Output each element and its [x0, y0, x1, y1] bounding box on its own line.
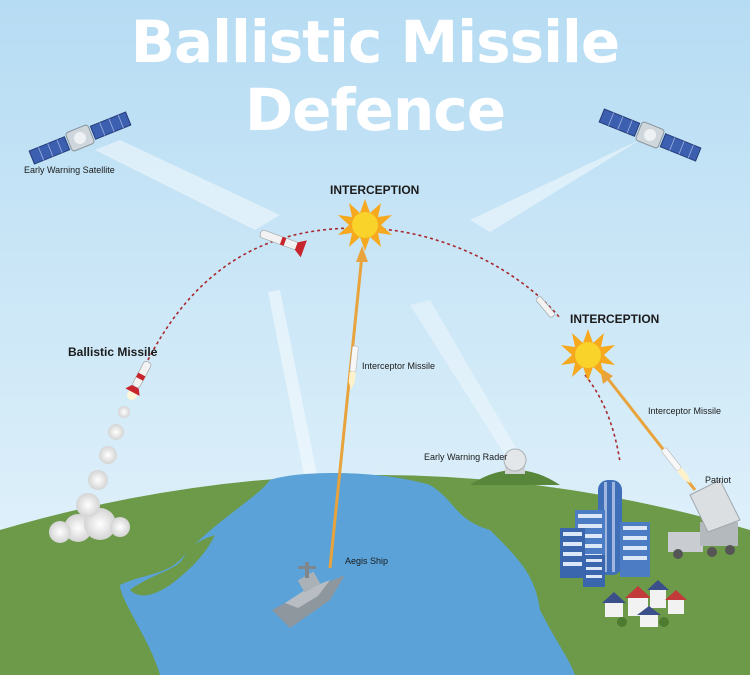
explosion-right-icon — [561, 329, 615, 381]
aegis-ship-label: Aegis Ship — [345, 556, 389, 566]
houses-icon — [602, 580, 687, 627]
coast-left — [130, 535, 215, 596]
ship-beam — [268, 290, 318, 480]
interception-right-label: INTERCEPTION — [570, 312, 660, 326]
page-title: Ballistic Missile Defence — [130, 8, 620, 144]
ballistic-trajectory-lower — [584, 374, 621, 463]
satellite-beam-right — [470, 140, 640, 232]
patriot-launcher-icon — [668, 479, 741, 559]
interceptor-missile-center-icon — [348, 345, 359, 390]
early-warning-satellite-label: Early Warning Satellite — [24, 165, 115, 175]
interceptor-arrowhead-center — [356, 246, 368, 262]
warhead-descending-icon — [535, 296, 555, 318]
ballistic-missile-label: Ballistic Missile — [68, 345, 158, 359]
ocean — [120, 473, 575, 675]
radar-beam — [410, 300, 520, 455]
satellite-left-icon — [28, 111, 132, 165]
launch-smoke — [49, 390, 137, 543]
interception-top-label: INTERCEPTION — [330, 183, 420, 197]
ballistic-missile-flight-icon — [259, 229, 307, 258]
interceptor-arrowhead-right — [600, 368, 613, 384]
interceptor-missile-center-label: Interceptor Missile — [362, 361, 436, 371]
satellite-beam-left — [95, 140, 280, 230]
early-warning-radar-label: Early Warning Rader — [424, 452, 508, 462]
city-buildings-icon — [560, 480, 650, 587]
interceptor-missile-right-label: Interceptor Missile — [648, 406, 722, 416]
ballistic-missile-icon — [125, 360, 152, 396]
interceptor-trail-center — [328, 254, 364, 569]
aegis-ship-icon — [272, 562, 345, 628]
satellite-right-icon — [598, 108, 702, 162]
radar-hill — [470, 470, 560, 485]
explosion-top-icon — [338, 199, 392, 251]
radar-dome-icon — [503, 448, 527, 474]
patriot-label: Patriot — [705, 475, 732, 485]
interceptor-missile-right-icon — [661, 447, 691, 484]
